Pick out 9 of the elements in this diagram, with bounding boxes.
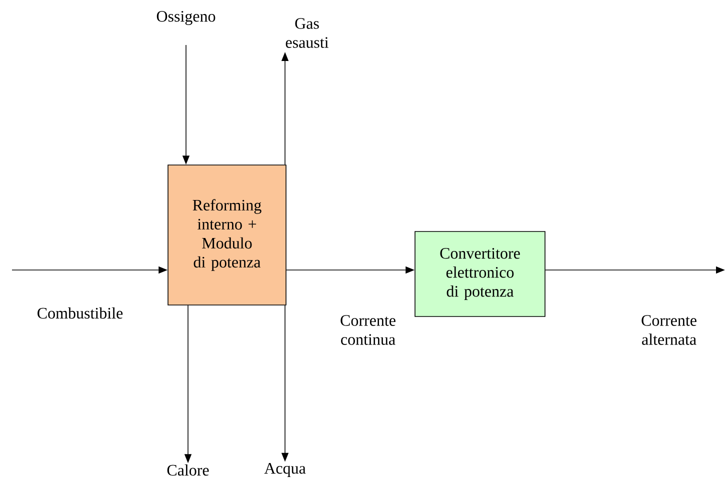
edge-label: Corrente alternata <box>642 315 696 345</box>
flow-label: Calore <box>167 464 209 476</box>
edge-label: Corrente continua <box>340 315 396 345</box>
flow-label: Ossigeno <box>156 10 216 26</box>
process-box: Convertitore elettronico di potenza <box>414 231 546 317</box>
flow-label: Acqua <box>264 463 306 477</box>
flow-label: Gas esausti <box>286 18 328 48</box>
process-box: Reforming interno + Modulo di potenza <box>168 164 286 306</box>
edge-label: Combustibile <box>38 307 123 319</box>
